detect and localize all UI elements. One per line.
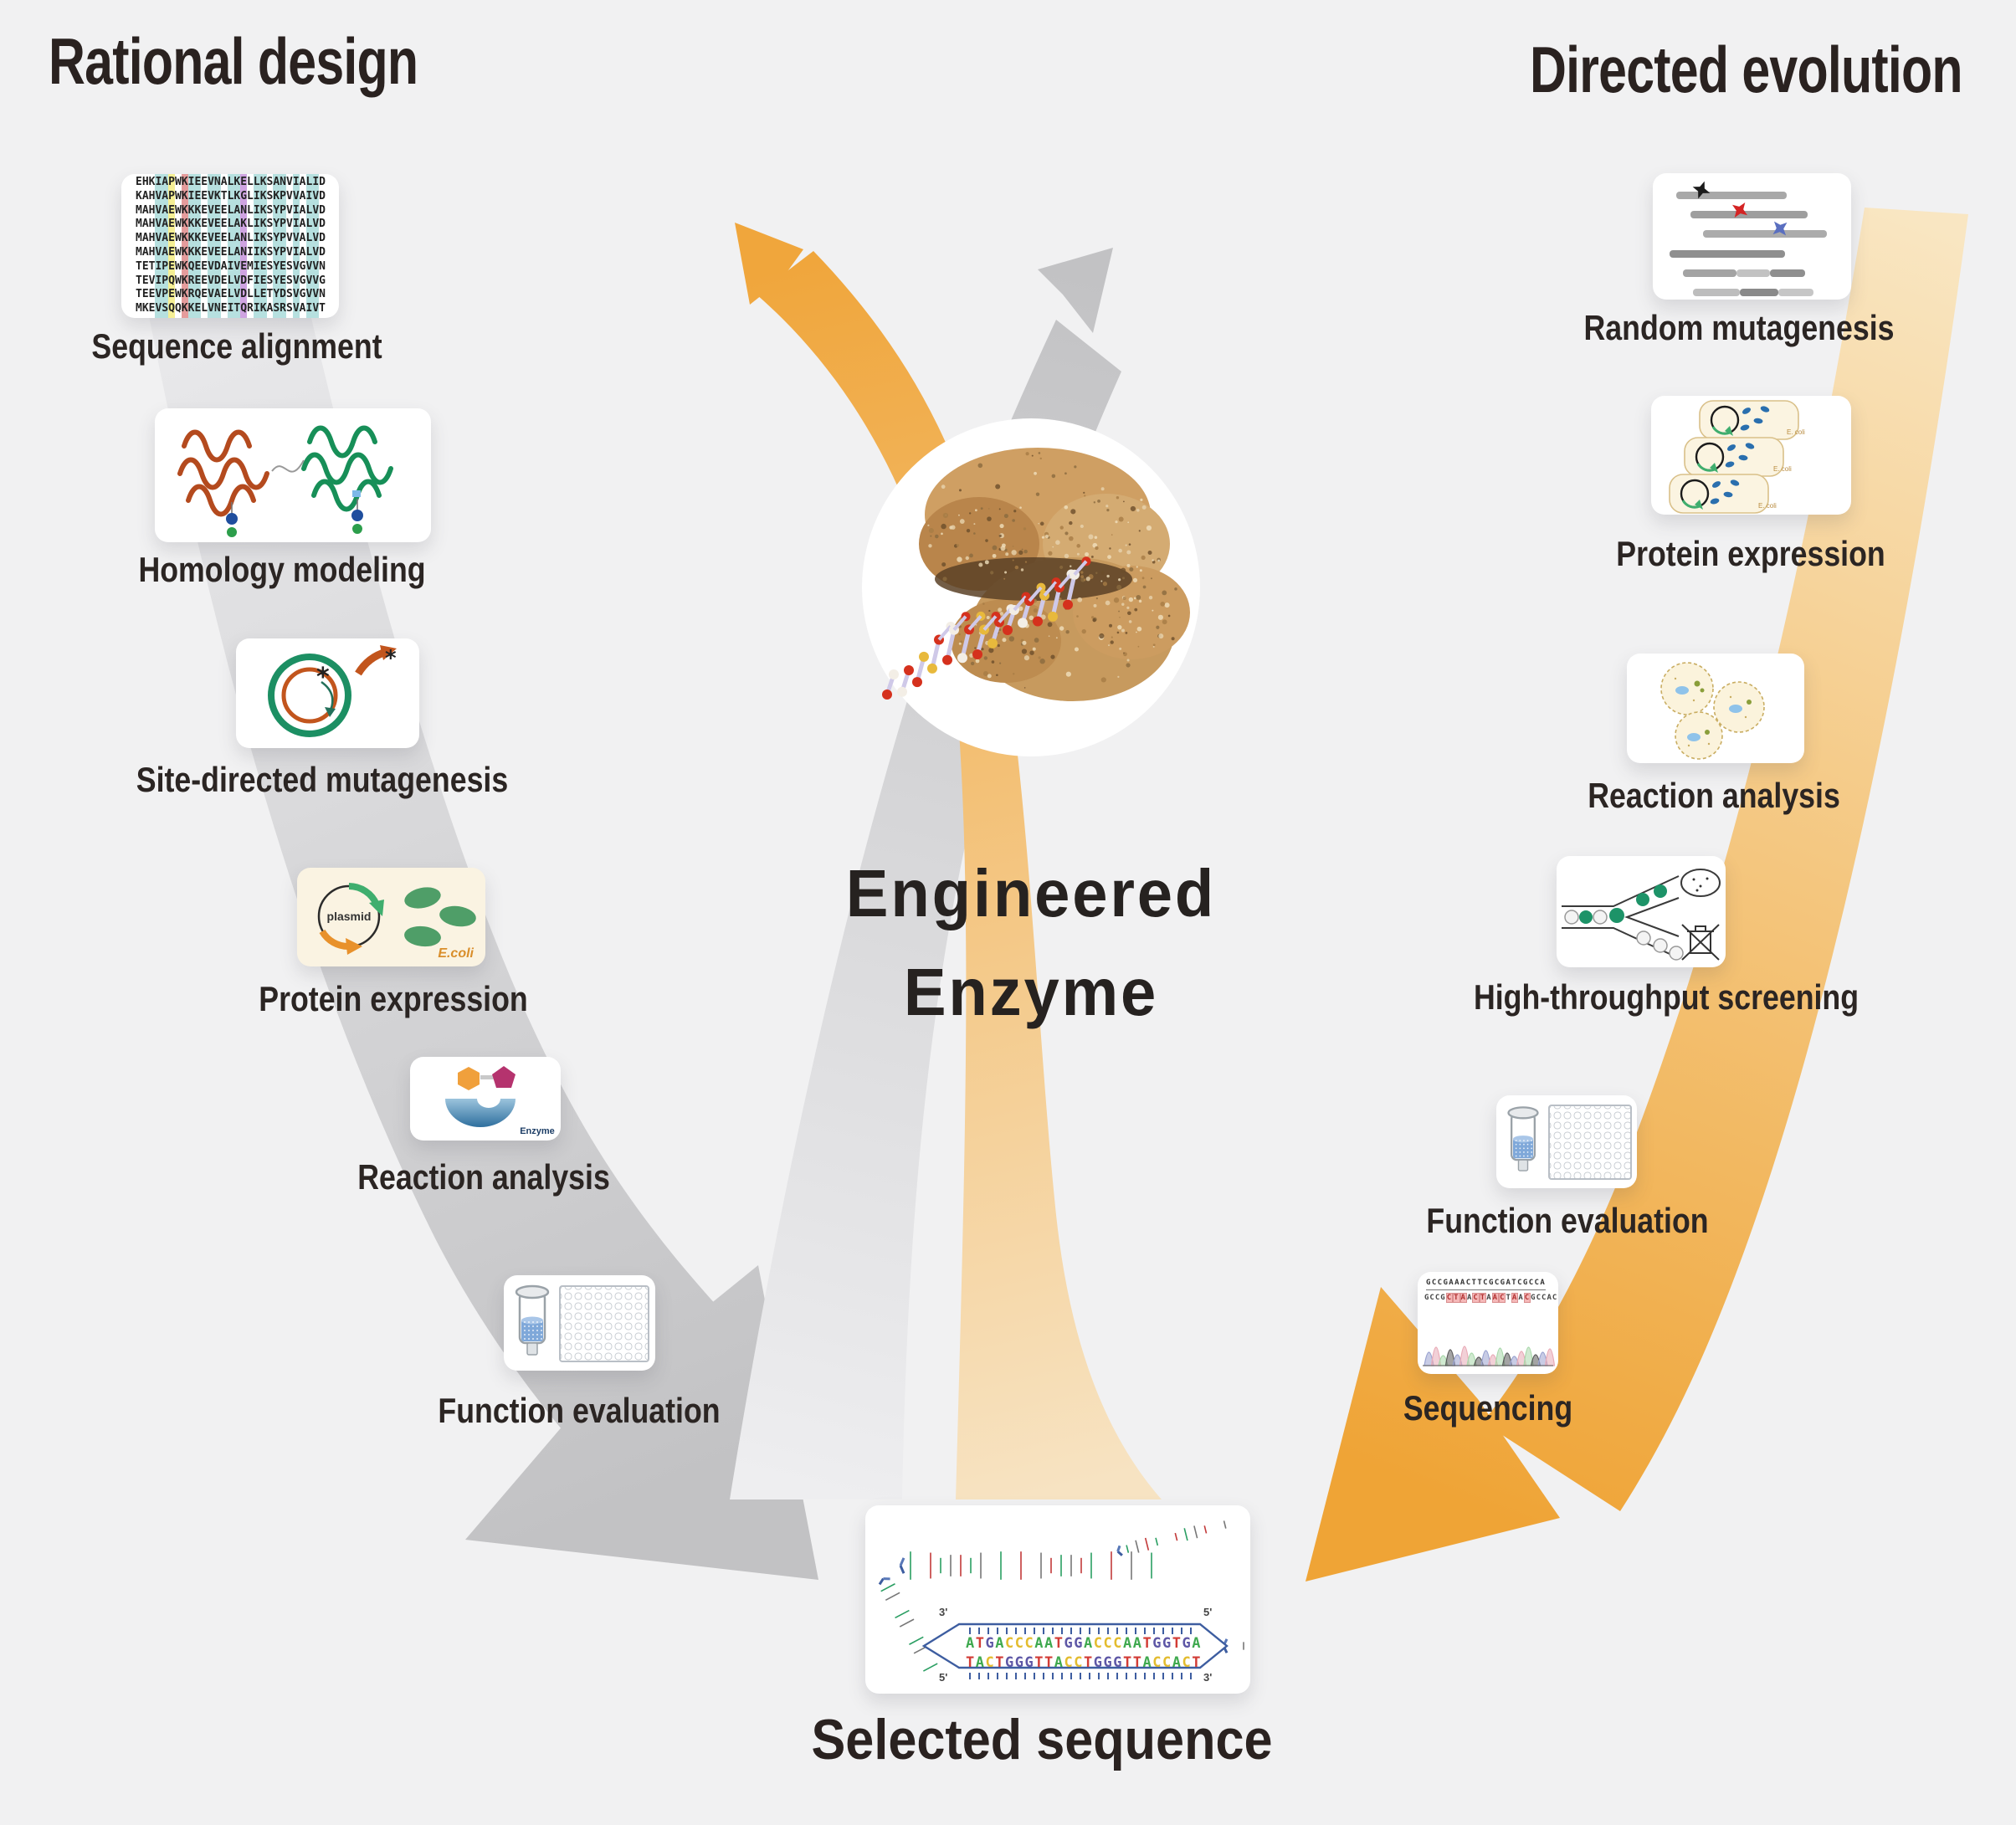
alignment-stripe bbox=[208, 174, 214, 318]
reaction-analysis-left-card: Enzyme bbox=[410, 1057, 561, 1141]
plasmid-mutation-icon: * * bbox=[268, 645, 397, 737]
function-evaluation-left-card bbox=[504, 1275, 655, 1371]
microplate-icon bbox=[559, 1285, 649, 1362]
ecoli-cells-icon: E. coli E. coli E. coli bbox=[1669, 400, 1805, 514]
chromatogram-icon bbox=[1423, 1346, 1555, 1366]
alignment-row: MKEVSQQKKELVNEITQRIKASRSVAIVT bbox=[136, 302, 326, 315]
label-function-evaluation-right: Function evaluation bbox=[1426, 1201, 1709, 1240]
base-ticks-top bbox=[969, 1628, 1193, 1634]
alignment-stripe bbox=[155, 174, 162, 318]
alignment-stripe bbox=[227, 174, 234, 318]
function-evaluation-right-card bbox=[1496, 1095, 1637, 1188]
enzyme-structure-icon bbox=[882, 448, 1190, 701]
alignment-stripe bbox=[168, 174, 175, 318]
dna-helix-icon bbox=[878, 1520, 1254, 1672]
ecoli-label: E.coli bbox=[438, 946, 474, 961]
svg-text:E. coli: E. coli bbox=[1773, 465, 1792, 473]
label-site-directed-mutagenesis: Site-directed mutagenesis bbox=[136, 760, 509, 799]
high-throughput-screening-card bbox=[1557, 856, 1726, 967]
alignment-row: TEVIPQWKREEVDELVDFIESYESVGVVG bbox=[136, 274, 326, 287]
svg-text:E. coli: E. coli bbox=[1787, 428, 1805, 436]
alignment-stripe bbox=[259, 174, 267, 318]
protein-expression-right-card: E. coli E. coli E. coli bbox=[1651, 396, 1851, 515]
alignment-stripe bbox=[280, 174, 287, 318]
center-title-line2: Enzyme bbox=[903, 955, 1159, 1029]
alignment-stripe bbox=[162, 174, 169, 318]
alignment-stripe bbox=[187, 174, 195, 318]
strand-top: ATGACCCAATGGACCCAATGGTGA bbox=[966, 1635, 1202, 1652]
center-title-line1: Engineered bbox=[845, 856, 1217, 930]
strand-bottom: TACTGGGTTACCTGGGTTACCACT bbox=[966, 1654, 1202, 1671]
title-directed-evolution: Directed evolution bbox=[1530, 33, 1962, 106]
alignment-stripe bbox=[253, 174, 260, 318]
svg-text:*: * bbox=[385, 646, 397, 671]
sorting-channel-icon bbox=[1562, 869, 1721, 961]
protein-ribbons-icon bbox=[177, 425, 393, 537]
alignment-highlight-columns-icon bbox=[121, 174, 339, 318]
alignment-row: MAHVAEWKKKEVEELAKLIKSYPVIALVD bbox=[136, 218, 326, 231]
alignment-row: MAHVAEWKKKEVEELANLIKSYPVVALVD bbox=[136, 232, 326, 245]
label-reaction-analysis-left: Reaction analysis bbox=[357, 1157, 610, 1197]
alignment-stripe bbox=[181, 174, 188, 318]
label-protein-expression-left: Protein expression bbox=[259, 979, 528, 1018]
homology-modeling-card bbox=[155, 408, 431, 542]
svg-text:plasmid: plasmid bbox=[327, 910, 372, 923]
plasmid-ecoli-icon: plasmid bbox=[317, 883, 476, 955]
selected-sequence-card: 3' 5' 5' 3' ATGACCCAATGGACCCAATGGTGA TAC… bbox=[865, 1505, 1254, 1694]
engineered-enzyme-circle bbox=[862, 418, 1200, 756]
svg-text:E. coli: E. coli bbox=[1758, 502, 1777, 510]
enzyme-substrate-icon: Enzyme bbox=[445, 1066, 555, 1136]
alignment-row: MAHVAEWKKKEVEELANIIKSYPVIALVD bbox=[136, 245, 326, 259]
alignment-stripe bbox=[273, 174, 280, 318]
label-random-mutagenesis: Random mutagenesis bbox=[1583, 308, 1895, 347]
alignment-stripe bbox=[312, 174, 320, 318]
sequencing-read-reference: GCCGAAACTTCGCGATCGCCA bbox=[1426, 1279, 1547, 1290]
end-label: 3' bbox=[939, 1606, 948, 1618]
end-label: 5' bbox=[939, 1671, 948, 1684]
label-protein-expression-right: Protein expression bbox=[1616, 534, 1885, 573]
title-rational-design: Rational design bbox=[49, 24, 418, 98]
cells-reaction-icon bbox=[1660, 662, 1765, 760]
label-sequencing: Sequencing bbox=[1403, 1388, 1573, 1428]
end-label: 5' bbox=[1203, 1606, 1213, 1618]
site-directed-mutagenesis-card: * * bbox=[236, 638, 419, 748]
alignment-stripe bbox=[194, 174, 202, 318]
spin-column-icon bbox=[1507, 1106, 1539, 1171]
random-mutagenesis-card bbox=[1653, 173, 1851, 300]
alignment-row: EHKIAPWKIEEVNALKELLKSANVIALID bbox=[136, 176, 326, 188]
alignment-stripe bbox=[240, 174, 248, 318]
spin-column-icon bbox=[515, 1284, 550, 1356]
directed-evolution-flow-arrow bbox=[1306, 208, 1968, 1581]
alignment-stripe bbox=[233, 174, 241, 318]
protein-expression-left-card: plasmid E.coli bbox=[297, 868, 485, 966]
svg-text:Enzyme: Enzyme bbox=[520, 1126, 555, 1136]
label-high-throughput-screening: High-throughput screening bbox=[1473, 977, 1860, 1017]
alignment-stripe bbox=[292, 174, 300, 318]
label-selected-sequence: Selected sequence bbox=[811, 1708, 1273, 1771]
alignment-stripe bbox=[305, 174, 313, 318]
reaction-analysis-right-card bbox=[1627, 654, 1804, 763]
alignment-row: TEEVPEWKRQEVAELVDLLETYDSVGVVN bbox=[136, 288, 326, 301]
alignment-row: TETIPEWKQEEVDAIVEMIESYESVGVVN bbox=[136, 259, 326, 273]
alignment-row: KAHVAPWKIEEVKTLKGLIKSKPVVAIVD bbox=[136, 189, 326, 202]
alignment-row: MAHVAEWKKKEVEELANLIKSYPVIALVD bbox=[136, 203, 326, 217]
alignment-stripe bbox=[213, 174, 221, 318]
label-homology-modeling: Homology modeling bbox=[138, 550, 426, 589]
svg-text:*: * bbox=[316, 663, 330, 692]
base-ticks-bottom bbox=[969, 1673, 1193, 1679]
label-function-evaluation-left: Function evaluation bbox=[438, 1391, 721, 1430]
microplate-icon bbox=[1548, 1105, 1632, 1180]
dna-fragments-stars-icon bbox=[1670, 181, 1827, 296]
label-reaction-analysis-right: Reaction analysis bbox=[1588, 776, 1840, 815]
label-sequence-alignment: Sequence alignment bbox=[91, 326, 382, 366]
end-label: 3' bbox=[1203, 1671, 1213, 1684]
